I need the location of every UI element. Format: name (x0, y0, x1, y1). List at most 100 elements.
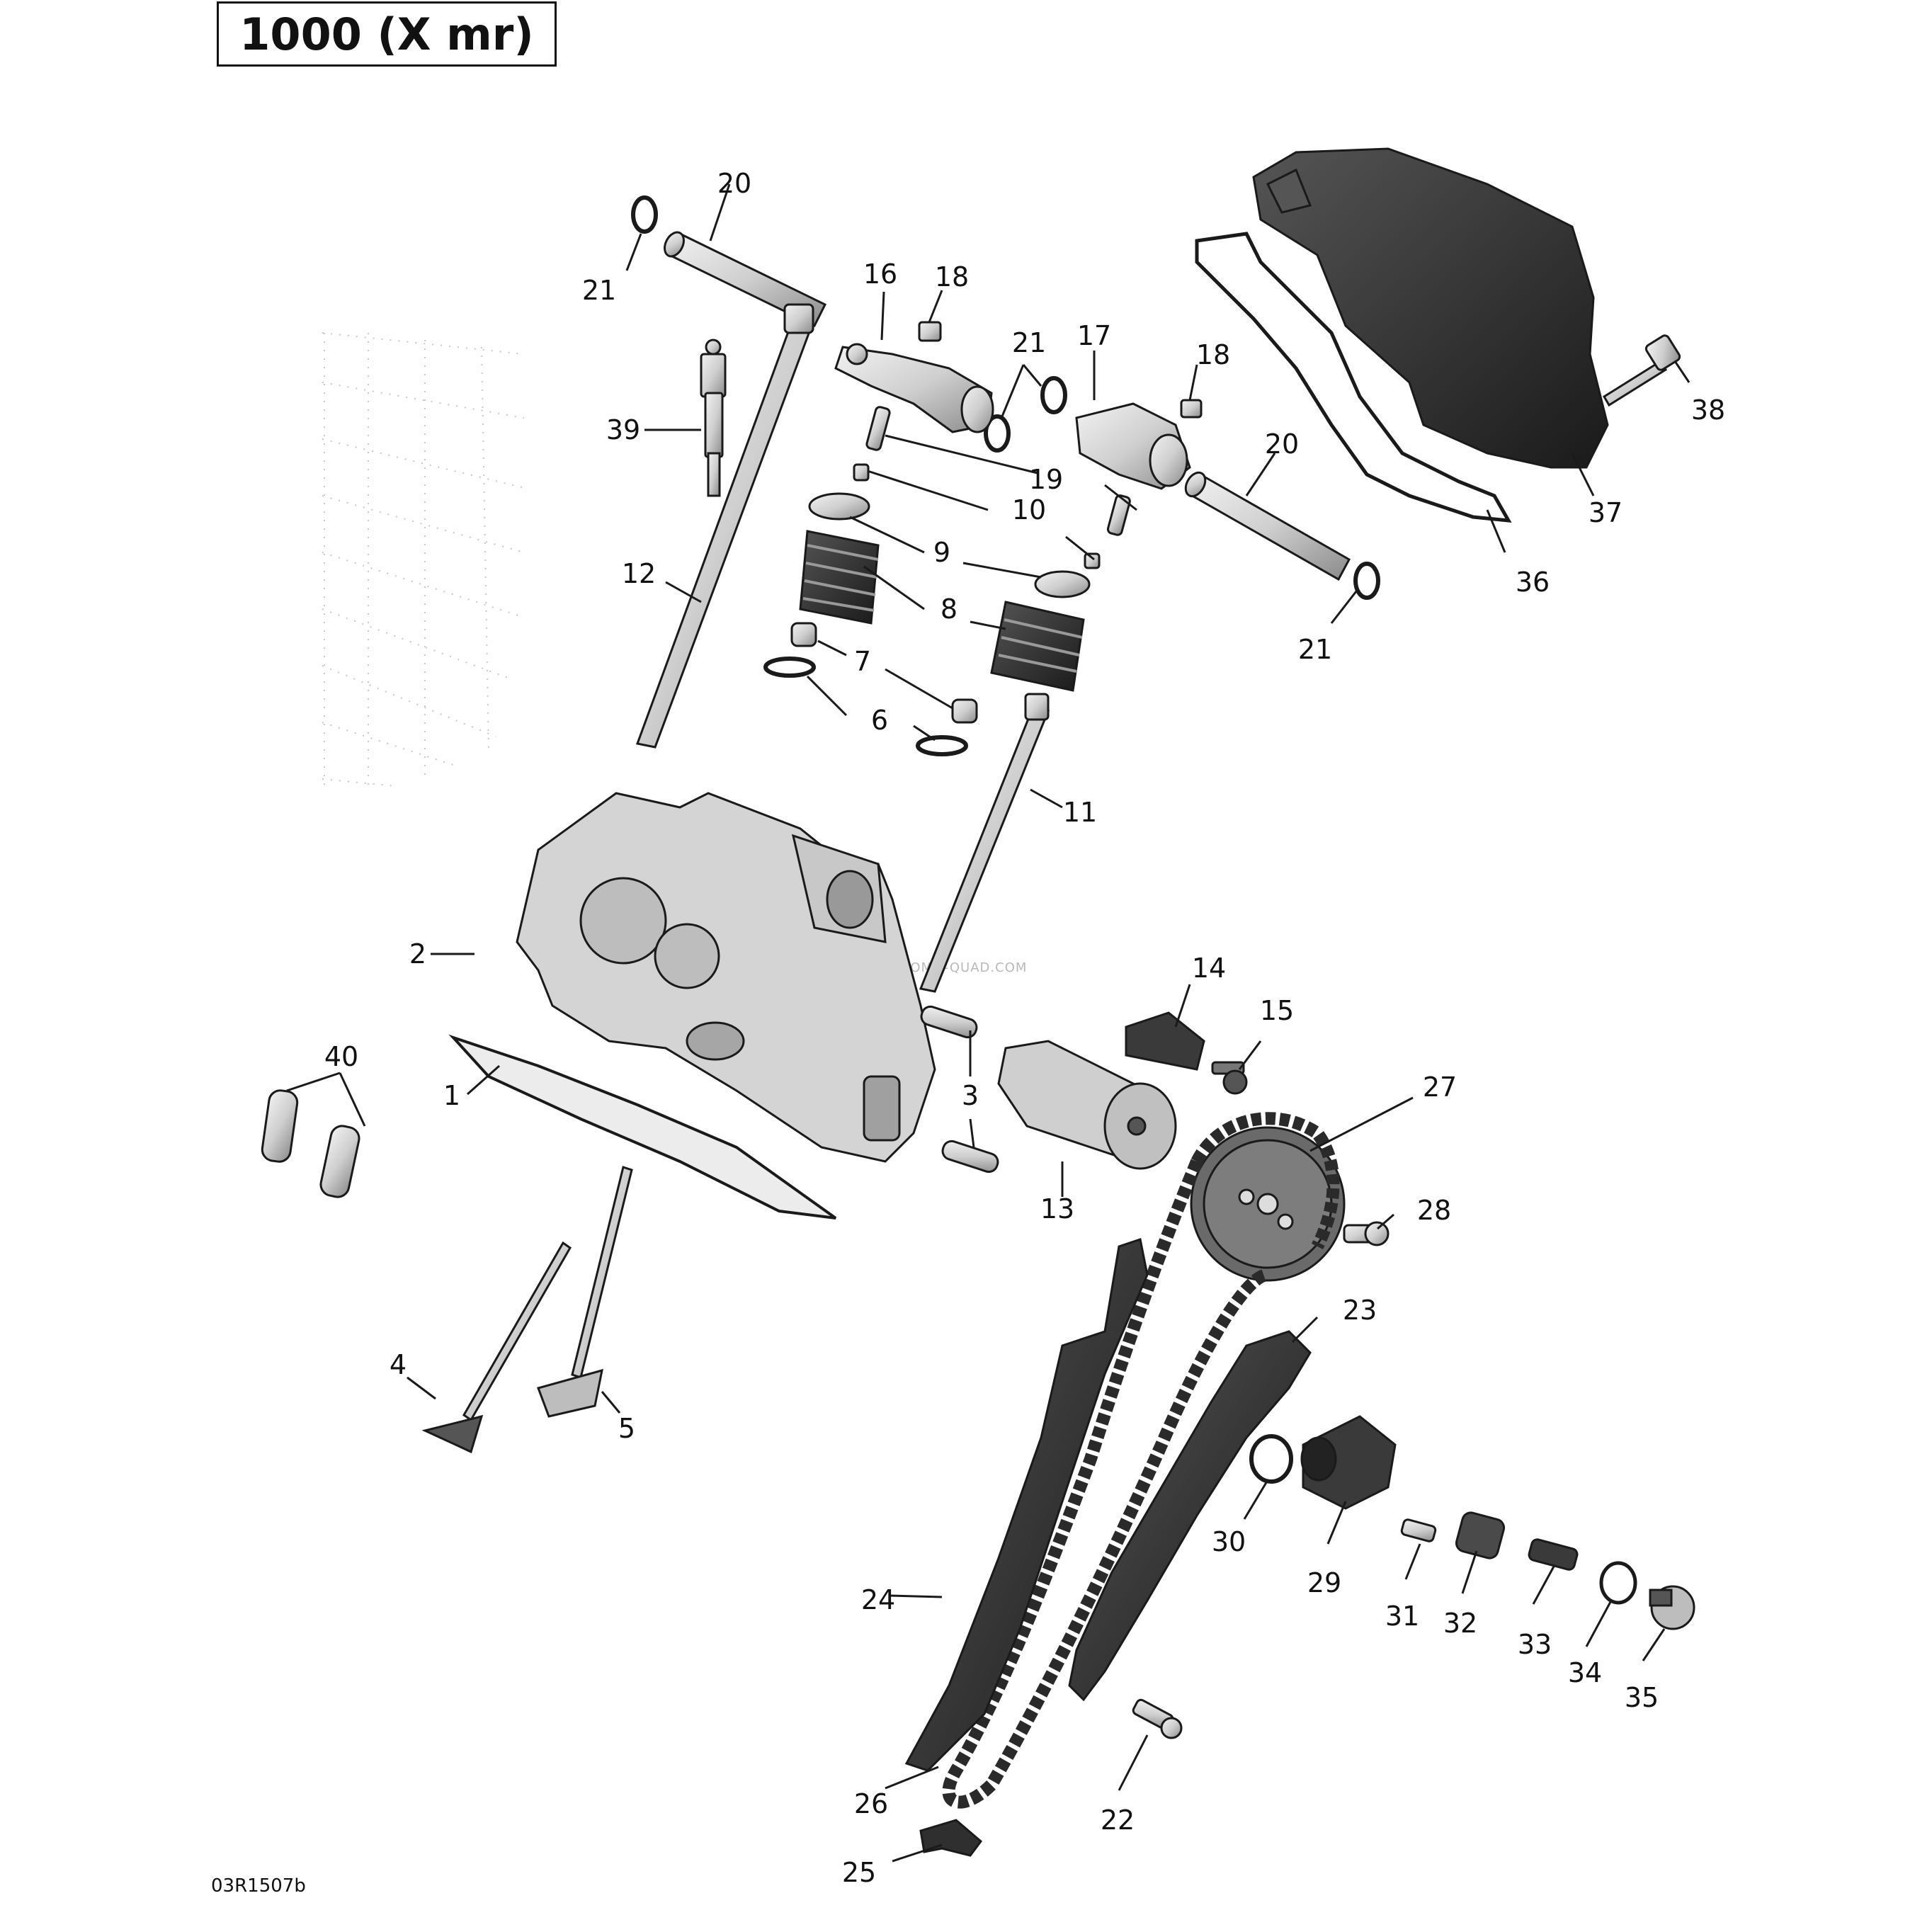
part-25-clip (919, 1819, 983, 1857)
part-23-tensioner-guide (1068, 1330, 1312, 1702)
part-28-bolt (1343, 1221, 1390, 1246)
callout-labels: 1 2 3 4 5 6 7 8 9 10 11 12 13 14 15 16 1… (324, 168, 1725, 1888)
part-33-spring (1528, 1538, 1579, 1571)
part-6-washer-a (763, 657, 816, 678)
part-19-adjuster-a (865, 406, 891, 451)
callout-33: 33 (1518, 1629, 1552, 1660)
callout-34: 34 (1568, 1657, 1602, 1688)
callout-40: 40 (324, 1041, 358, 1072)
callout-19: 19 (1029, 464, 1063, 495)
part-20-shaft-right (1184, 471, 1351, 581)
callout-4: 4 (390, 1349, 407, 1380)
part-26-timing-chain (942, 1112, 1340, 1809)
part-4-valve (421, 1241, 572, 1454)
part-17-rocker-arm (1075, 402, 1191, 490)
part-32-plunger (1455, 1511, 1506, 1559)
leader-lines (286, 183, 1690, 1863)
part-1-head-gasket (448, 1034, 837, 1220)
callout-15: 15 (1260, 995, 1294, 1026)
part-21-oring-a (631, 195, 658, 234)
callout-6: 6 (871, 705, 888, 736)
callout-31: 31 (1385, 1601, 1419, 1632)
part-5-valve (537, 1166, 633, 1418)
callout-3: 3 (962, 1080, 979, 1111)
part-8-spring-b (990, 601, 1085, 692)
part-11-stud (919, 693, 1050, 993)
part-39-spark-plug (700, 339, 727, 497)
part-15-bolt (1211, 1061, 1248, 1095)
callout-7: 7 (854, 646, 871, 677)
diagram-title: 1000 (X mr) (217, 1, 557, 67)
callout-11: 11 (1063, 797, 1097, 828)
callout-9: 9 (933, 537, 950, 568)
part-27-sprocket (1190, 1126, 1346, 1282)
part-13-camshaft (997, 1040, 1177, 1170)
callout-24: 24 (861, 1584, 895, 1615)
parts (261, 147, 1695, 1857)
callout-5: 5 (618, 1413, 635, 1444)
part-14-plate (1125, 1011, 1205, 1071)
part-2-cylinder-head (516, 792, 936, 1163)
part-22-bolt (1132, 1698, 1183, 1739)
callout-17: 17 (1077, 320, 1111, 351)
part-10-keeper-a (853, 463, 870, 482)
part-35-plug (1649, 1585, 1695, 1630)
callout-23: 23 (1343, 1295, 1377, 1326)
callout-35: 35 (1625, 1682, 1659, 1713)
callout-20: 20 (717, 168, 751, 199)
part-21-oring-d (1353, 562, 1380, 600)
part-24-chain-guide (904, 1238, 1149, 1772)
part-7-seal-b (951, 698, 978, 724)
part-29-tensioner-housing (1300, 1415, 1397, 1510)
part-18-nut-a (918, 321, 942, 342)
part-16-rocker-arm (834, 343, 994, 433)
callout-14: 14 (1192, 953, 1226, 984)
callout-30: 30 (1212, 1526, 1246, 1557)
callout-2: 2 (409, 938, 426, 970)
callout-36: 36 (1516, 567, 1550, 598)
callout-32: 32 (1443, 1608, 1477, 1639)
part-40-dowel-b (319, 1125, 360, 1198)
part-21-oring-c (1040, 376, 1067, 414)
callout-18b: 18 (1196, 339, 1230, 370)
callout-16: 16 (863, 258, 897, 290)
part-21-oring-b (984, 414, 1011, 453)
callout-22: 22 (1101, 1805, 1135, 1836)
ghost-background (322, 332, 528, 787)
part-30-oring (1249, 1434, 1293, 1484)
part-36-gasket (1195, 232, 1512, 523)
callout-37: 37 (1589, 497, 1623, 528)
part-7-seal-a (790, 622, 817, 647)
part-9-retainer-a (808, 492, 870, 521)
callout-25: 25 (842, 1857, 876, 1888)
callout-29: 29 (1307, 1567, 1341, 1598)
part-20-shaft-upper (664, 231, 827, 327)
callout-38: 38 (1691, 394, 1725, 426)
part-3-pin-a (920, 1005, 978, 1039)
callout-1: 1 (443, 1080, 460, 1111)
callout-8: 8 (941, 593, 958, 625)
callout-21b: 21 (1012, 327, 1046, 358)
part-6-washer-b (916, 735, 968, 756)
callout-26: 26 (854, 1788, 888, 1819)
callout-21: 21 (582, 275, 616, 306)
part-40-dowel-a (261, 1089, 299, 1163)
part-18-nut-b (1180, 399, 1203, 419)
callout-12: 12 (622, 558, 656, 589)
watermark-2: PROMO-QUAD.COM (892, 960, 1028, 975)
part-12-stud (635, 303, 814, 749)
callout-18: 18 (935, 261, 969, 292)
part-10-keeper-b (1084, 552, 1101, 569)
callout-13: 13 (1040, 1193, 1074, 1224)
part-34-oring (1599, 1561, 1637, 1605)
callout-20b: 20 (1265, 428, 1299, 460)
callout-21c: 21 (1298, 634, 1332, 665)
part-31-bolt (1400, 1518, 1437, 1542)
callout-39: 39 (606, 414, 640, 445)
part-37-valve-cover (1252, 147, 1609, 469)
part-19-adjuster-b (1106, 494, 1131, 536)
callout-27: 27 (1423, 1072, 1457, 1103)
reference-code: 03R1507b (211, 1875, 306, 1897)
callout-10: 10 (1012, 494, 1046, 525)
